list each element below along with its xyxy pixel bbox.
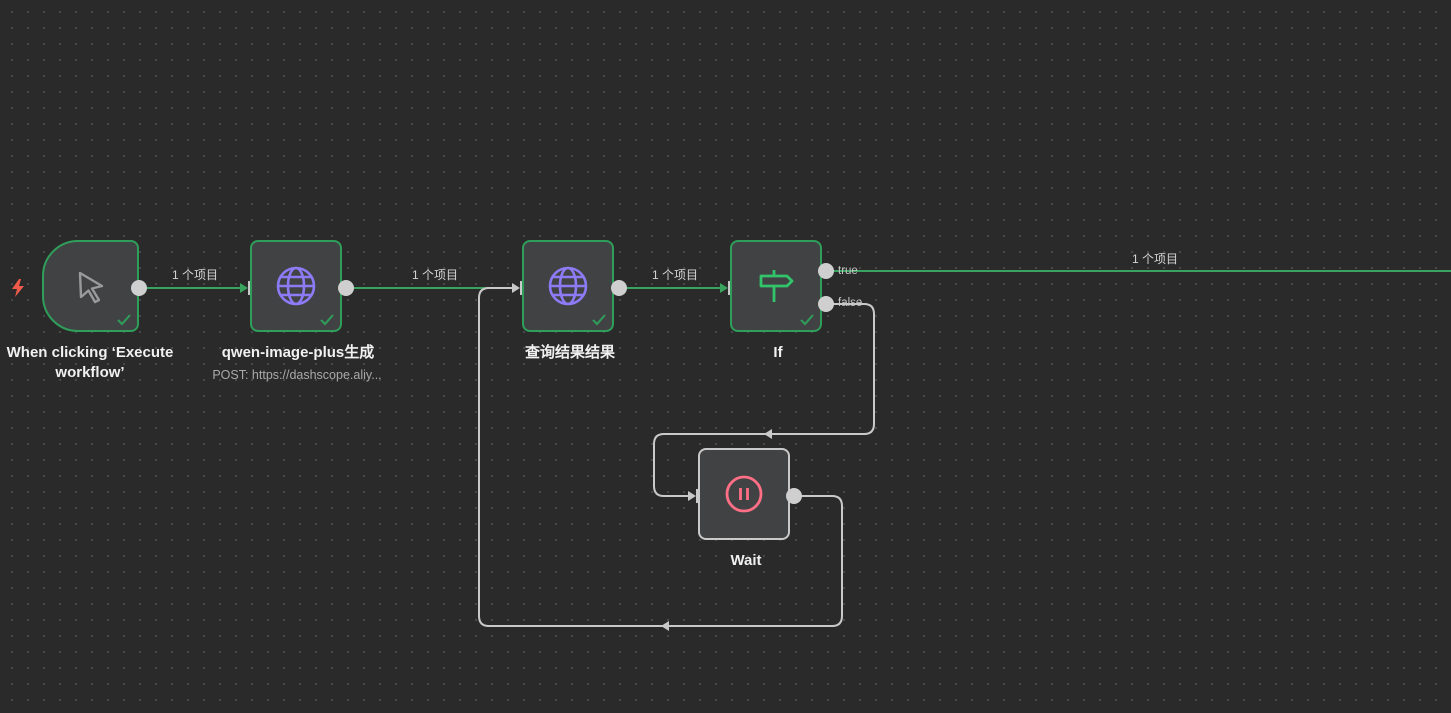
node-label-wait: Wait: [730, 552, 762, 569]
node-label-trigger: When clicking ‘Execute workflow’: [6, 344, 174, 381]
output-handle[interactable]: [129, 279, 149, 299]
node-wait[interactable]: [698, 448, 790, 540]
node-label-query: 查询结果结果: [524, 344, 615, 361]
cursor-icon: [78, 271, 103, 304]
node-label-qwen: qwen-image-plus生成: [221, 344, 375, 361]
port-label-false: false: [838, 297, 863, 309]
arrow-head: [764, 429, 772, 439]
arrow-head: [688, 491, 696, 501]
port-label-true: true: [838, 265, 858, 277]
globe-icon: [548, 266, 588, 306]
output-handle[interactable]: [336, 279, 356, 299]
success-check-icon: [117, 314, 131, 326]
success-check-icon: [320, 314, 334, 326]
node-if[interactable]: [730, 240, 822, 332]
node-http-request-query[interactable]: [522, 240, 614, 332]
signpost-icon: [759, 270, 794, 302]
output-handle[interactable]: [609, 279, 629, 299]
connection-wait-to-query[interactable]: [478, 287, 843, 627]
trigger-bolt-icon: [12, 279, 24, 297]
edge-label-item-count: 1 个项目: [1132, 252, 1179, 266]
arrow-head: [512, 283, 520, 293]
success-check-icon: [800, 314, 814, 326]
node-http-request-qwen[interactable]: [250, 240, 342, 332]
edge-label-item-count: 1 个项目: [652, 268, 699, 282]
pause-icon: [725, 475, 763, 513]
globe-icon: [276, 266, 316, 306]
node-manual-trigger[interactable]: [42, 240, 139, 332]
node-label-if: If: [773, 344, 783, 361]
edge-label-item-count: 1 个项目: [412, 268, 459, 282]
arrow-head: [661, 621, 669, 631]
edge-label-item-count: 1 个项目: [172, 268, 219, 282]
output-handle-false[interactable]: [816, 295, 836, 315]
output-handle-true[interactable]: [816, 262, 836, 282]
output-handle[interactable]: [784, 487, 804, 507]
success-check-icon: [592, 314, 606, 326]
arrow-head: [720, 283, 728, 293]
node-subtitle-qwen: POST: https://dashscope.aliy...: [212, 368, 382, 382]
arrow-head: [240, 283, 248, 293]
